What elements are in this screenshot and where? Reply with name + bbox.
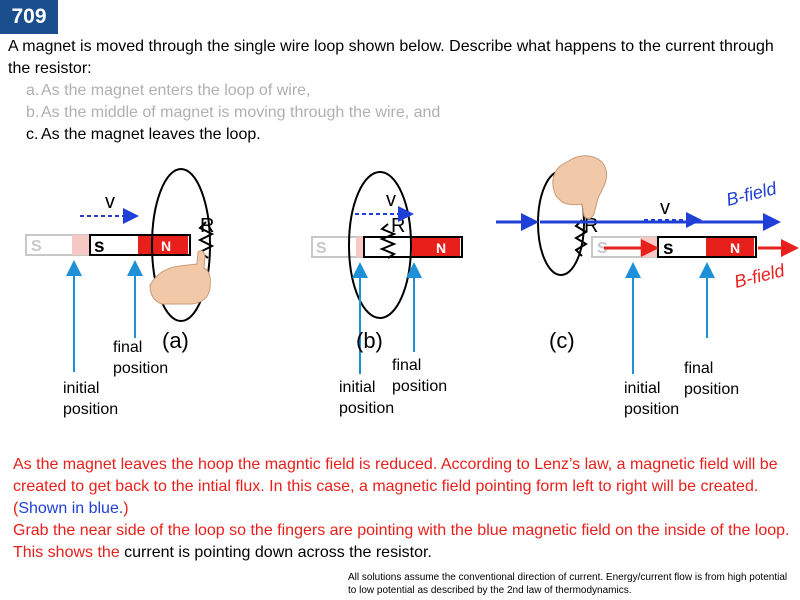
answer-text: Grab the near side of the loop so the fi… bbox=[13, 522, 790, 561]
initial-label-line2: position bbox=[624, 401, 680, 418]
ghost-s-label: S bbox=[316, 240, 327, 257]
question-parts: a. As the magnet enters the loop of wire… bbox=[26, 80, 440, 146]
part-letter: a. bbox=[26, 82, 40, 99]
part-letter: c. bbox=[26, 126, 39, 143]
initial-label-line2: position bbox=[339, 400, 395, 417]
initial-position-label: initial position bbox=[63, 378, 118, 420]
panel-c-label: (c) bbox=[549, 328, 575, 353]
footnote: All solutions assume the conventional di… bbox=[348, 572, 788, 596]
answer-explanation: As the magnet leaves the hoop the magnti… bbox=[13, 454, 793, 564]
panel-c: R B-field v S s N B-field bbox=[496, 155, 799, 374]
magnet-ghost-fade bbox=[72, 235, 90, 255]
resistor-zigzag bbox=[574, 219, 588, 257]
part-text: As the magnet enters the loop of wire, bbox=[41, 82, 311, 99]
answer-conclusion: current is pointing down across the resi… bbox=[124, 544, 432, 561]
panel-a: S s N R v bbox=[25, 168, 214, 372]
final-position-label: final position bbox=[392, 355, 447, 397]
velocity-label: v bbox=[660, 197, 670, 219]
part-b: b. As the middle of magnet is moving thr… bbox=[26, 102, 440, 124]
panel-a-label: (a) bbox=[162, 328, 189, 353]
velocity-label: v bbox=[105, 191, 115, 213]
final-label-line1: final bbox=[684, 360, 714, 377]
initial-position-label: initial position bbox=[339, 377, 394, 419]
part-text: As the magnet leaves the loop. bbox=[41, 126, 261, 143]
north-pole-label: N bbox=[730, 240, 740, 256]
initial-label-line2: position bbox=[63, 401, 119, 418]
magnet-loop-diagrams: S s N R v S N R v R B-f bbox=[25, 155, 799, 374]
north-pole-label: N bbox=[161, 238, 171, 254]
answer-text: As the magnet leaves the hoop the magnti… bbox=[13, 456, 778, 517]
red-bfield-label: B-field bbox=[732, 260, 787, 292]
final-position-label: final position bbox=[684, 358, 739, 400]
part-a: a. As the magnet enters the loop of wire… bbox=[26, 80, 440, 102]
south-pole-label: s bbox=[94, 236, 105, 257]
blue-bfield-label: B-field bbox=[724, 178, 779, 210]
answer-highlight-blue: Shown in blue. bbox=[18, 500, 124, 517]
magnet-north-half bbox=[412, 238, 460, 256]
final-label-line2: position bbox=[684, 381, 740, 398]
magnet-north-half bbox=[138, 236, 188, 254]
south-pole-label: s bbox=[663, 238, 674, 259]
resistor-label: R bbox=[391, 215, 405, 237]
final-position-label: final position bbox=[113, 337, 168, 379]
part-c: c. As the magnet leaves the loop. bbox=[26, 124, 440, 146]
initial-position-label: initial position bbox=[624, 378, 679, 420]
initial-label-line1: initial bbox=[339, 379, 376, 396]
slide-number-badge: 709 bbox=[0, 0, 58, 34]
part-text: As the middle of magnet is moving throug… bbox=[41, 104, 441, 121]
answer-text: ) bbox=[123, 500, 129, 517]
final-label-line2: position bbox=[392, 378, 448, 395]
final-label-line2: position bbox=[113, 360, 169, 377]
part-letter: b. bbox=[26, 104, 40, 121]
final-label-line1: final bbox=[113, 339, 143, 356]
question-text: A magnet is moved through the single wir… bbox=[8, 38, 774, 77]
initial-label-line1: initial bbox=[63, 380, 100, 397]
resistor-zigzag bbox=[379, 223, 397, 259]
ghost-s-label: S bbox=[597, 240, 608, 257]
north-pole-label: N bbox=[436, 240, 446, 256]
panel-b-label: (b) bbox=[356, 328, 383, 353]
magnet-ghost-fade bbox=[356, 237, 364, 257]
wire-loop bbox=[348, 171, 412, 319]
ghost-s-label: S bbox=[31, 238, 42, 255]
initial-label-line1: initial bbox=[624, 380, 661, 397]
resistor-label: R bbox=[200, 215, 214, 237]
panel-b: S N R v bbox=[311, 171, 463, 374]
final-label-line1: final bbox=[392, 357, 422, 374]
grabbing-hand-icon bbox=[552, 155, 608, 220]
velocity-label: v bbox=[386, 189, 396, 211]
thumb-hand-icon bbox=[149, 250, 211, 305]
magnet-north-half bbox=[706, 238, 754, 256]
